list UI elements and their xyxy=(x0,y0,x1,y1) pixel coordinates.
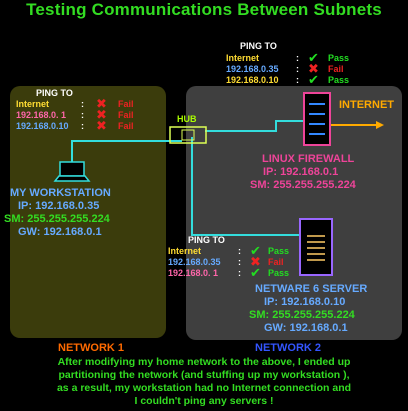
ping-target: 192.168.0. 1 xyxy=(168,268,219,278)
ping-result: Fail xyxy=(328,64,344,74)
server-ping-title: PING TO xyxy=(188,235,225,245)
ping-target: 192.168.0.35 xyxy=(168,257,221,267)
caption-line: as a result, my workstation had no Inter… xyxy=(56,382,352,394)
hub-label: HUB xyxy=(177,114,197,124)
page-title: Testing Communications Between Subnets xyxy=(26,0,382,19)
workstation-ping-row: 192.168.0. 1 : ✖ Fail xyxy=(16,107,166,122)
ping-result: Pass xyxy=(328,75,350,85)
server-ip: IP: 192.168.0.10 xyxy=(264,296,346,308)
firewall-ping-title: PING TO xyxy=(240,41,277,51)
laptop-icon xyxy=(53,161,91,182)
ping-target: 192.168.0.10 xyxy=(16,121,69,131)
ping-colon: : xyxy=(296,75,299,85)
ping-result: Pass xyxy=(268,246,290,256)
workstation-gw: GW: 192.168.0.1 xyxy=(18,226,102,238)
network-1-zone xyxy=(10,86,166,338)
ping-result: Fail xyxy=(118,121,134,131)
ping-colon: : xyxy=(81,121,84,131)
ping-target: 192.168.0.10 xyxy=(226,75,279,85)
server-gw: GW: 192.168.0.1 xyxy=(264,322,348,334)
network-2-zone xyxy=(186,86,402,340)
cable-hub-server xyxy=(191,137,300,236)
server-ping-row: 192.168.0.35 : ✖ Fail xyxy=(168,254,318,269)
pass-check-icon: ✔ xyxy=(250,265,261,280)
pass-check-icon: ✔ xyxy=(308,50,319,65)
workstation-ip: IP: 192.168.0.35 xyxy=(18,200,100,212)
caption-line: I couldn't ping any servers ! xyxy=(134,395,274,407)
ping-target: Internet xyxy=(168,246,202,256)
network-1-label: NETWORK 1 xyxy=(58,342,124,354)
internet-label: INTERNET xyxy=(339,99,394,111)
ping-target: 192.168.0.35 xyxy=(226,64,279,74)
fail-x-icon: ✖ xyxy=(308,61,319,76)
firewall-name: LINUX FIREWALL xyxy=(262,153,355,165)
workstation-ping-row: 192.168.0.10 : ✖ Fail xyxy=(16,118,166,133)
server-name: NETWARE 6 SERVER xyxy=(255,283,368,295)
ping-target: 192.168.0. 1 xyxy=(16,110,67,120)
firewall-ping-row: 192.168.0.10 : ✔ Pass xyxy=(226,72,376,87)
ping-result: Fail xyxy=(118,110,134,120)
ping-colon: : xyxy=(238,257,241,267)
server-ping-row: 192.168.0. 1 : ✔ Pass xyxy=(168,265,318,280)
ping-colon: : xyxy=(238,268,241,278)
workstation-ping-row: Internet : ✖ Fail xyxy=(16,96,166,111)
network-2-label: NETWORK 2 xyxy=(255,342,321,354)
server-ping-row: Internet : ✔ Pass xyxy=(168,243,318,258)
fail-x-icon: ✖ xyxy=(96,118,107,133)
hub-icon xyxy=(169,126,207,144)
cable-hub-firewall xyxy=(205,120,305,132)
workstation-sm: SM: 255.255.255.224 xyxy=(4,213,110,225)
workstation-ping-title: PING TO xyxy=(36,88,73,98)
caption-line: After modifying my home network to the a… xyxy=(57,356,351,368)
ping-result: Fail xyxy=(268,257,284,267)
ping-colon: : xyxy=(238,246,241,256)
ping-colon: : xyxy=(296,64,299,74)
cable-workstation-hub xyxy=(71,140,182,167)
fail-x-icon: ✖ xyxy=(96,107,107,122)
firewall-icon xyxy=(303,92,331,146)
caption: After modifying my home network to the a… xyxy=(0,356,408,408)
firewall-ping-row: Internet : ✔ Pass xyxy=(226,50,376,65)
firewall-ping-row: 192.168.0.35 : ✖ Fail xyxy=(226,61,376,76)
ping-colon: : xyxy=(296,53,299,63)
pass-check-icon: ✔ xyxy=(308,72,319,87)
fail-x-icon: ✖ xyxy=(250,254,261,269)
ping-colon: : xyxy=(81,99,84,109)
server-sm: SM: 255.255.255.224 xyxy=(249,309,355,321)
server-icon xyxy=(299,218,333,276)
fail-x-icon: ✖ xyxy=(96,96,107,111)
ping-colon: : xyxy=(81,110,84,120)
ping-target: Internet xyxy=(226,53,260,63)
firewall-ip: IP: 192.168.0.1 xyxy=(263,166,339,178)
firewall-sm: SM: 255.255.255.224 xyxy=(250,179,356,191)
ping-result: Pass xyxy=(328,53,350,63)
pass-check-icon: ✔ xyxy=(250,243,261,258)
workstation-name: MY WORKSTATION xyxy=(10,187,111,199)
caption-line: partitioning the network (and stuffing u… xyxy=(58,369,350,381)
internet-arrow-icon xyxy=(331,121,384,129)
ping-target: Internet xyxy=(16,99,50,109)
ping-result: Pass xyxy=(268,268,290,278)
ping-result: Fail xyxy=(118,99,134,109)
